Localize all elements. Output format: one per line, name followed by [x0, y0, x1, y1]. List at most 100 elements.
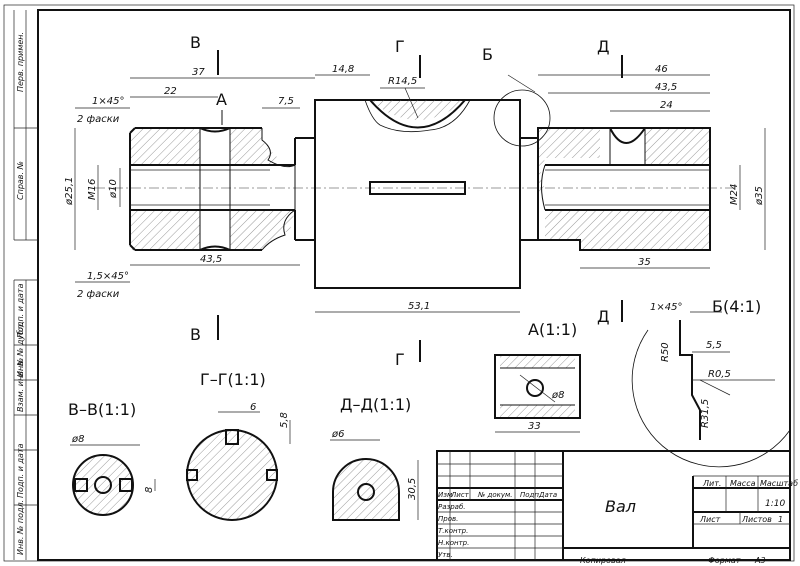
tb-list: Лист: [450, 491, 470, 499]
section-d-bottom-label: Д: [597, 307, 610, 326]
section-vv-key-right: [119, 478, 133, 492]
section-gg-title: Г–Г(1:1): [200, 370, 266, 389]
copied-by: Копировал: [580, 556, 626, 565]
section-gg-58: 5,8: [279, 412, 290, 428]
section-gg-hatch: [187, 430, 278, 520]
side-label-first-use: Перв. примен.: [16, 32, 25, 92]
tb-scale-header: Масштаб: [760, 479, 798, 488]
section-vv-title: В–В(1:1): [68, 400, 136, 419]
dim-m16: M16: [87, 179, 98, 200]
tb-razrab: Разраб.: [438, 503, 466, 511]
central-section-hatch: [370, 100, 465, 120]
main-view: Б В В Г Г Д Д А 37 22 14,8 R14,5 46 43,5…: [64, 33, 766, 369]
section-g-bottom-label: Г: [395, 350, 405, 369]
detail-b-profile: [679, 320, 701, 440]
tb-sheets-count: 1: [778, 515, 783, 524]
title-block-frame: [436, 450, 791, 561]
detail-b-title: Б(4:1): [712, 297, 761, 316]
section-vv-key-left: [74, 478, 88, 492]
side-label-sign-date-1: Подп. и дата: [16, 283, 25, 338]
dim-251: ø25,1: [64, 177, 75, 206]
left-section-hatch-bottom-2: [230, 210, 295, 250]
dim-d10: ø10: [108, 179, 119, 199]
view-a: А(1:1) ø8 33: [494, 320, 581, 433]
section-gg-keyway: [225, 429, 239, 445]
detail-b-r05-leader: [699, 379, 731, 396]
part-name: Вал: [605, 497, 636, 516]
section-dd-title: Д–Д(1:1): [340, 395, 411, 414]
right-section-hatch-top-2: [645, 128, 710, 165]
section-vv-hatch: [73, 455, 134, 515]
left-section-hatch-top-2: [230, 128, 280, 165]
central-arc-cut: [369, 99, 466, 129]
dim-24: 24: [660, 100, 673, 111]
view-a-leader: [519, 374, 556, 403]
tb-utv: Утв.: [438, 551, 453, 559]
section-gg: Г–Г(1:1) 6 5,8: [186, 370, 291, 521]
section-dd-d6: ø6: [331, 429, 344, 440]
detail-b-55: 5,5: [706, 340, 722, 351]
tb-tkontr: Т.контр.: [438, 527, 468, 535]
side-label-sign-date-2: Подп. и дата: [16, 443, 25, 498]
section-vv-d8: ø8: [71, 434, 84, 445]
dim-22: 22: [164, 86, 177, 97]
section-g-top-label: Г: [395, 37, 405, 56]
detail-b-chamfer: 1×45°: [650, 302, 682, 313]
central-break-line: [364, 99, 471, 133]
tb-doc: № докум.: [477, 491, 513, 499]
detail-b: Б(4:1) 1×45° R50 5,5 R0,5 R31,5: [631, 297, 791, 468]
detail-b-r315: R31,5: [700, 399, 711, 428]
chamfer-2-count: 2 фаски: [77, 289, 120, 300]
right-break-line: [541, 164, 546, 211]
tb-prov: Пров.: [438, 515, 458, 523]
side-label-repl-inv: Взам. инв. №: [16, 358, 25, 412]
tb-sheet: Лист: [699, 515, 721, 524]
view-a-dim-33: 33: [528, 421, 541, 432]
tb-podp: Подп.: [520, 491, 541, 499]
format-label: Формат: [708, 556, 741, 565]
side-label-ref-no: Справ. №: [16, 161, 25, 200]
inner-frame: [37, 9, 791, 561]
section-dd-305: 30,5: [407, 478, 418, 500]
detail-b-label: Б: [482, 45, 493, 64]
dim-m24: M24: [729, 184, 740, 205]
section-dd-hole: [357, 483, 375, 501]
dim-435-bottom: 43,5: [200, 254, 222, 265]
dim-531: 53,1: [408, 301, 430, 312]
section-gg-notch-right: [266, 469, 278, 481]
dim-d35: ø35: [754, 186, 765, 206]
dim-46: 46: [655, 64, 668, 75]
tb-izm: Изм: [438, 491, 453, 499]
section-vv-bore: [94, 476, 112, 494]
left-shaft-outline: [129, 127, 262, 251]
detail-circle-b: [493, 89, 551, 147]
tb-scale: 1:10: [765, 499, 785, 509]
side-strip: Перв. примен. Справ. № Подп. и дата Инв.…: [13, 10, 38, 560]
side-label-dup-inv: Инв. № дубл.: [16, 322, 25, 377]
section-dd-outline: [332, 458, 400, 521]
view-a-outline: [494, 354, 581, 419]
section-vv: В–В(1:1) ø8 8: [68, 400, 156, 516]
neck-right: [520, 137, 538, 241]
dim-35-bottom: 35: [638, 257, 651, 268]
dim-r145-leader: [404, 87, 419, 119]
section-b-top-label: В: [190, 33, 201, 52]
view-a-arrow-label: А: [216, 90, 227, 109]
view-a-hatch: [500, 355, 575, 418]
section-vv-8: 8: [144, 487, 155, 493]
right-section-hatch-top: [538, 128, 600, 200]
view-a-hole: [526, 379, 544, 397]
side-label-orig-inv: Инв. № подл.: [16, 500, 25, 555]
dim-37: 37: [192, 67, 205, 78]
tb-mass: Масса: [730, 479, 756, 488]
groove-top: [199, 127, 231, 133]
section-b-bottom-label: В: [190, 325, 201, 344]
right-groove-top: [609, 127, 646, 144]
chamfer-2: 1,5×45°: [87, 271, 129, 282]
section-d-top-label: Д: [597, 37, 610, 56]
section-gg-notch-left: [186, 469, 198, 481]
neck-left: [294, 137, 315, 241]
chamfer-1-count: 2 фаски: [77, 114, 120, 125]
dim-75: 7,5: [278, 96, 294, 107]
